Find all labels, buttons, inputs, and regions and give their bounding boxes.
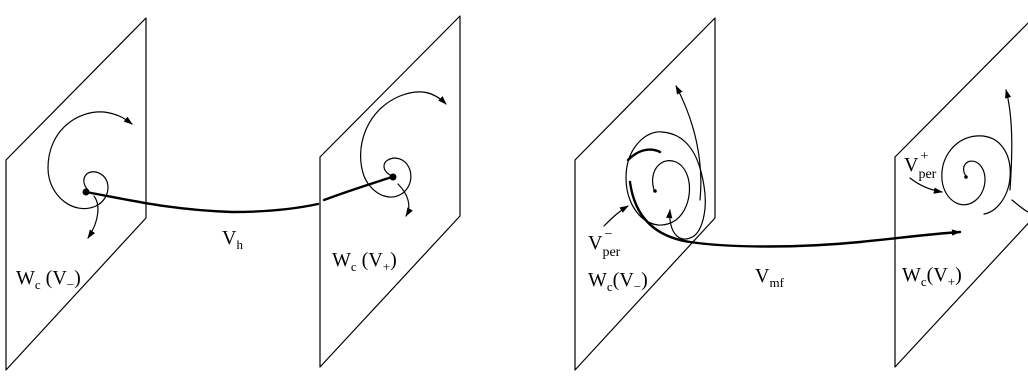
left-lower-branch-plus	[397, 183, 413, 217]
right-spiral-plus	[941, 135, 1011, 215]
right-plane-plus	[894, 22, 1028, 368]
label-wc-vminus-left: Wc (V−)	[16, 267, 81, 292]
label-wc-vplus-right: Wc(V+)	[902, 264, 962, 289]
right-lower-right-branch-plus	[1011, 199, 1028, 213]
label-vh: Vh	[222, 227, 243, 252]
connecting-orbit-vh	[84, 190, 320, 214]
equilibrium-minus-left	[82, 188, 90, 196]
connecting-orbit-vmf	[628, 180, 962, 248]
right-outer-spiral-minus	[625, 131, 706, 240]
right-upward-branch-minus	[675, 85, 702, 201]
label-wc-vplus-left: Wc (V+)	[332, 249, 397, 274]
left-spiral-minus	[47, 111, 133, 210]
label-vper-plus: V+per	[904, 149, 937, 182]
left-plane-plus	[319, 15, 461, 368]
left-spiral-plus	[360, 91, 447, 198]
equilibrium-plus-left	[389, 173, 397, 181]
label-wc-vminus-right: Wc(V−)	[588, 269, 648, 294]
right-inner-thick-curve-minus	[626, 148, 662, 162]
equilibrium-plus-right	[964, 175, 968, 179]
label-vper-minus: V−per	[588, 227, 621, 260]
left-lower-branch-minus	[87, 195, 99, 239]
equilibrium-minus-right	[653, 189, 657, 193]
right-upward-branch-plus	[1005, 89, 1013, 191]
right-plane-minus	[574, 17, 716, 371]
connecting-orbit-vh-right	[322, 175, 394, 202]
per-minus-pointer	[603, 205, 629, 227]
left-plane-minus	[5, 17, 147, 371]
label-vmf: Vmf	[755, 265, 784, 290]
per-plus-pointer	[909, 177, 943, 194]
